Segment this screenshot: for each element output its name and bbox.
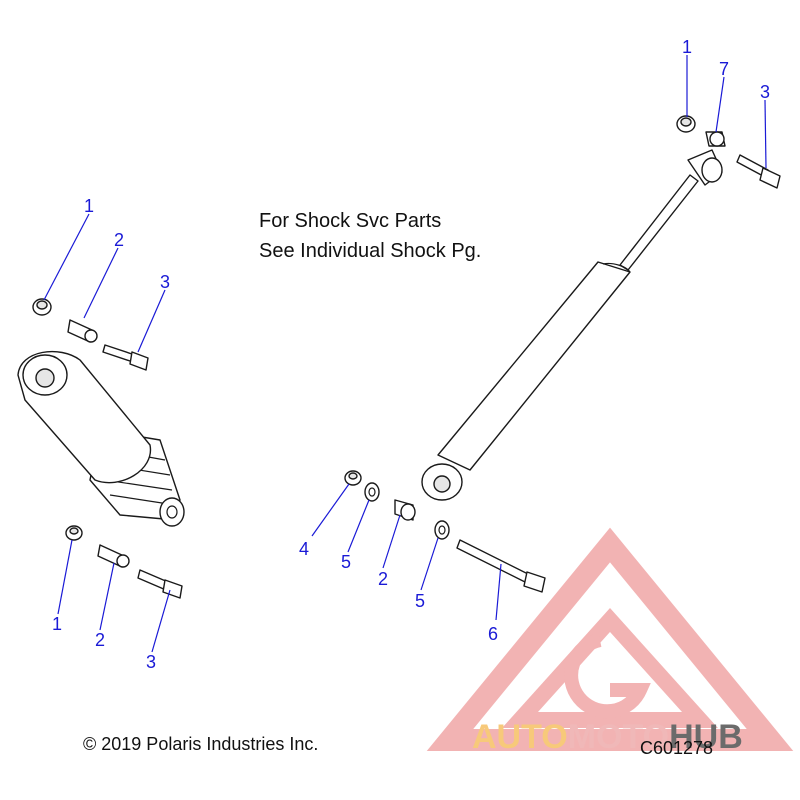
right-top-bolt <box>736 154 781 189</box>
watermark-moto: MOTO <box>567 718 670 756</box>
callout-right-top-1: 1 <box>682 37 692 57</box>
right-bottom-washer-b <box>434 520 450 540</box>
callout-left-top-3: 3 <box>160 272 170 292</box>
watermark-auto: AUTO <box>472 718 568 756</box>
right-bottom-bushing <box>394 499 416 521</box>
watermark-hub: HUB <box>669 718 743 756</box>
right-bottom-long-bolt <box>456 539 546 593</box>
watermark-logo <box>426 527 794 751</box>
callout-left-top-2: 2 <box>114 230 124 250</box>
service-note: For Shock Svc Parts See Individual Shock… <box>259 206 481 266</box>
callout-right-bottom-4: 4 <box>299 539 309 559</box>
callout-labels: 1 2 3 1 2 3 1 7 3 4 5 2 5 6 <box>52 37 770 672</box>
drawing-number: C601278 <box>640 738 714 758</box>
leader-lines <box>43 55 767 653</box>
right-top-spacer <box>705 131 726 147</box>
callout-right-bottom-5b: 5 <box>415 591 425 611</box>
callout-left-bottom-1: 1 <box>52 614 62 634</box>
callout-left-top-1: 1 <box>84 196 94 216</box>
right-bottom-washer-a <box>364 482 380 502</box>
left-top-nut <box>32 298 52 316</box>
callout-right-top-3: 3 <box>760 82 770 102</box>
callout-right-bottom-2: 2 <box>378 569 388 589</box>
right-bottom-nut <box>344 470 362 486</box>
callout-right-bottom-6: 6 <box>488 624 498 644</box>
left-shock-absorber <box>17 350 185 527</box>
left-top-bolt <box>102 344 149 371</box>
right-top-nut <box>676 115 696 133</box>
left-bottom-bolt <box>137 569 183 599</box>
watermark-text: AUTOMOTOHUB <box>472 718 743 757</box>
left-bottom-nut <box>65 525 83 541</box>
right-shock-absorber <box>421 149 723 501</box>
copyright: © 2019 Polaris Industries Inc. <box>83 734 319 754</box>
callout-right-top-7: 7 <box>719 59 729 79</box>
service-note-line1: For Shock Svc Parts <box>259 210 442 232</box>
service-note-line2: See Individual Shock Pg. <box>259 240 482 262</box>
left-bottom-bushing <box>97 544 130 568</box>
callout-left-bottom-3: 3 <box>146 652 156 672</box>
callout-right-bottom-5a: 5 <box>341 552 351 572</box>
callout-left-bottom-2: 2 <box>95 630 105 650</box>
left-top-bushing <box>67 319 98 343</box>
